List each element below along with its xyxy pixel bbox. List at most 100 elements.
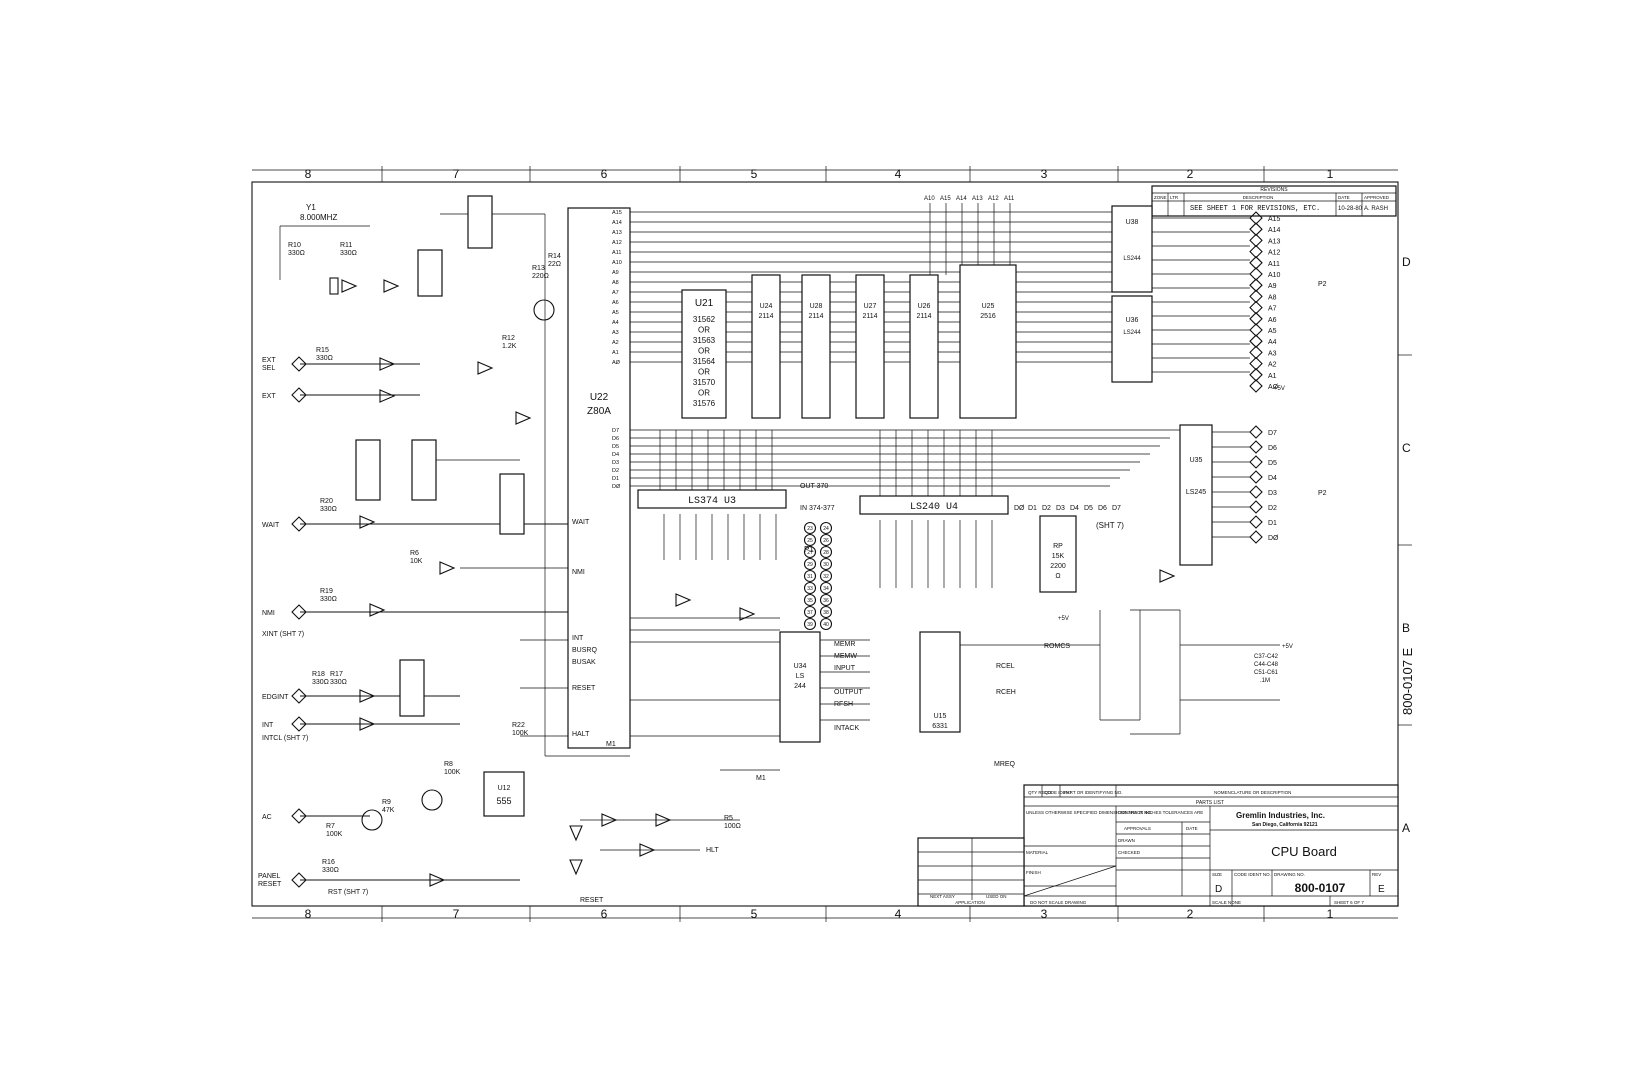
addr-port-a14: A14 [1249,222,1281,236]
chip-u28-type: 2114 [808,313,823,320]
chip-u21-line: 31563 [693,336,716,345]
zone-bottom-1: 1 [1327,907,1334,921]
zone-bottom-7: 7 [453,907,460,921]
p1-pin-40: 40 [819,617,833,631]
addr-port-label: A5 [1268,328,1277,335]
addr-port-label: A3 [1268,350,1277,357]
sht7-label: (SHT 7) [1096,521,1124,530]
resistor-r17-value: 330Ω [330,679,347,686]
chip-u25: U25 2516 [959,264,1017,419]
z80-data-d4: D4 [612,452,619,458]
tb-material: MATERIAL [1026,850,1049,855]
resistor-r11-value: 330Ω [340,250,357,257]
z80-data-dø: DØ [612,484,621,490]
addr-port-label: A13 [1268,238,1281,245]
tb-rev-label: REV [1372,872,1381,877]
zone-bottom-4: 4 [895,907,902,921]
z80-addr-a1: A1 [612,350,619,356]
chip-u12: U12 555 [483,771,525,817]
resistor-r20-value: 330Ω [320,506,337,513]
tb-drawn: DRAWN [1118,838,1135,843]
chip-u38-ref: U38 [1126,219,1139,226]
port-wait: WAIT [262,516,307,532]
mid-data-d7: D7 [1112,505,1121,512]
data-port-label: D1 [1268,520,1277,527]
addr-port-a13: A13 [1249,233,1281,248]
addr-port-label: A8 [1268,294,1277,301]
cap-note-3: C51-C61 [1254,670,1279,676]
chip-u36-type: LS244 [1123,330,1141,336]
chip-u21-line: OR [698,347,710,356]
tb-dwg-label: DRAWING NO. [1274,872,1305,877]
side-drawing-number: 800-0107 E [1400,647,1415,715]
addr-port-a1: A1 [1249,368,1277,382]
zone-top-1: 1 [1327,167,1334,181]
signal-rceh: RCEH [996,689,1016,696]
data-port-label: D5 [1268,460,1277,467]
p1-pin-32: 32 [819,569,833,583]
z80-addr-a14: A14 [612,220,622,226]
addr-port-aø: AØ [1249,379,1279,393]
resistor-r7-value: 100K [326,831,343,838]
addr-port-label: A1 [1268,373,1277,380]
zone-top-4: 4 [895,167,902,181]
tb-parts-list: PARTS LIST [1196,800,1224,806]
z80-addr-a11: A11 [612,250,621,256]
signal-romcs: ROMCS [1044,643,1070,650]
p1-pin-35: 35 [803,593,817,607]
p1-pin-26: 26 [819,533,833,547]
addr-port-label: A14 [1268,227,1281,234]
data-port-d2: D2 [1249,500,1277,514]
u22-signal-halt: HALT [572,731,590,738]
z80-addr-a5: A5 [612,310,619,316]
tb-next-assy: NEXT ASSY [930,894,955,899]
port-ac: AC [262,808,307,824]
signal-rcel: RCEL [996,663,1015,670]
chip-u34-type-1: LS [796,673,805,680]
port-label: AC [262,814,272,821]
zone-bottom-2: 2 [1187,907,1194,921]
tb-company: Gremlin Industries, Inc. [1236,811,1325,820]
revision-block: REVISIONS ZONE LTR DESCRIPTION DATE APPR… [1151,185,1397,217]
chip-u25-type: 2516 [980,313,996,320]
chip-u3-ref: LS374 U3 [688,496,736,507]
signal-rfsh: RFSH [834,701,853,708]
note-in374: IN 374-377 [800,505,835,512]
chip-u21-line: 31564 [693,357,716,366]
addr-port-a5: A5 [1249,323,1277,337]
z80-addr-a2: A2 [612,340,619,346]
addr-port-a2: A2 [1249,356,1277,371]
port-label: EDGINT [262,694,289,701]
zone-bottom-3: 3 [1041,907,1048,921]
rev-row-approved: A. RASH [1364,206,1388,212]
chip-u4: LS240 U4 [859,495,1009,515]
tb-code-header: CODE IDENT [1044,790,1072,795]
note-intcl: INTCL (SHT 7) [262,735,308,742]
rev-header-description: DESCRIPTION [1243,195,1274,200]
p1-pin-number: 31 [807,574,813,580]
zone-side-B: B [1402,621,1410,635]
resistor-r5: R5 [724,815,733,822]
addr-port-a12: A12 [1249,244,1281,259]
data-port-label: D3 [1268,490,1277,497]
tb-part-header: PART OR IDENTIFYING NO. [1064,790,1123,795]
signal-intack: INTACK [834,725,859,732]
u22-signal-reset: RESET [572,685,596,692]
resistor-r5-value: 100Ω [724,823,741,830]
mid-data-d4: D4 [1070,505,1079,512]
chip-u38: U38 LS244 [1111,205,1153,293]
tb-approvals: APPROVALS [1124,826,1151,831]
data-port-d7: D7 [1249,425,1277,439]
revisions-title: REVISIONS [1260,187,1288,193]
resistor-r16-value: 330Ω [322,867,339,874]
z80-addr-a13: A13 [612,230,622,236]
p1-pin-number: 39 [807,622,813,628]
signal-mreq: MREQ [994,761,1016,768]
u22-signal-wait: WAIT [572,519,590,526]
data-port-label: D2 [1268,505,1277,512]
z80-addr-a15: A15 [612,210,622,216]
